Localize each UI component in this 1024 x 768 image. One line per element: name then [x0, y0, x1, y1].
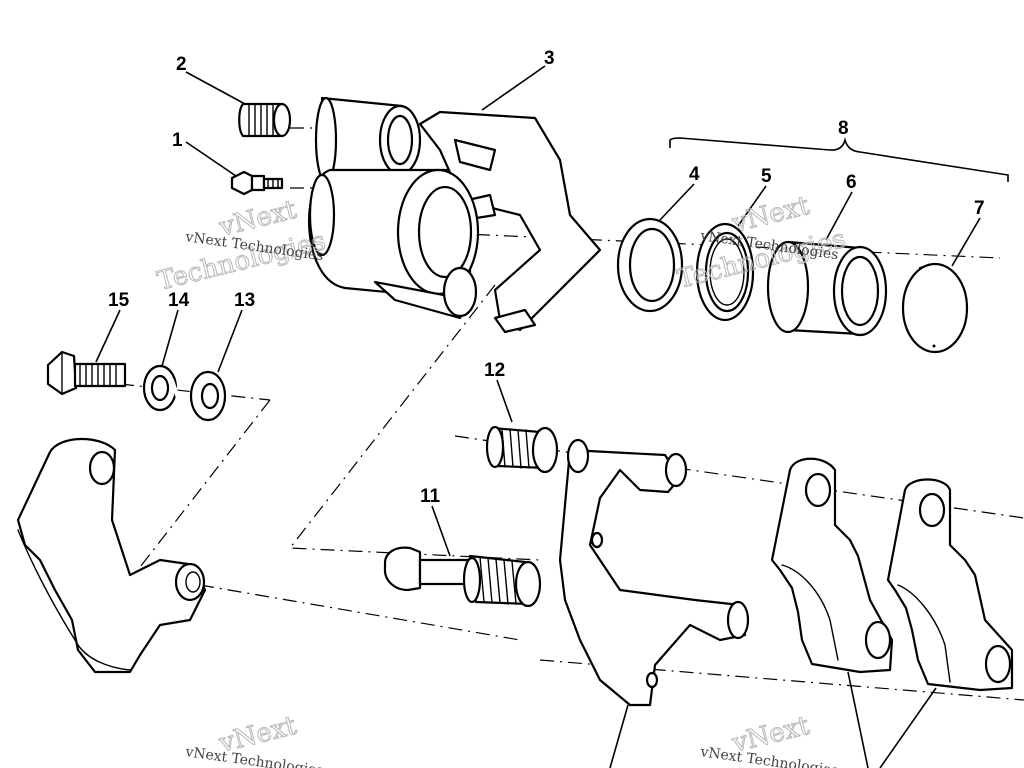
brake-pad-inner — [770, 457, 894, 674]
callout-6: 6 — [846, 172, 857, 193]
callout-7: 7 — [974, 198, 985, 219]
callout-4: 4 — [689, 164, 700, 185]
callout-11: 11 — [420, 486, 441, 507]
callout-2: 2 — [176, 54, 187, 75]
caliper-bracket — [558, 438, 750, 707]
part-13-flat-washer — [189, 370, 227, 422]
part-15-mounting-bolt — [46, 350, 127, 396]
part-12-upper-boot — [485, 425, 559, 474]
callout-12: 12 — [484, 360, 505, 381]
callout-3: 3 — [544, 48, 555, 69]
callout-8: 8 — [838, 118, 849, 139]
part-2-plug — [238, 102, 292, 138]
part-6-piston — [766, 240, 888, 337]
part-4-piston-seal — [616, 217, 684, 313]
fork-leg-mount — [16, 437, 207, 674]
callout-5: 5 — [761, 166, 772, 187]
part-3-caliper-body — [308, 96, 602, 334]
callout-13: 13 — [234, 290, 255, 311]
watermark-bottom-left: vNext vNext Technologies — [183, 710, 324, 768]
part-1-bleeder-screw — [230, 170, 284, 196]
brake-pad-outer — [886, 478, 1014, 692]
part-7-cap — [901, 262, 969, 354]
callout-1: 1 — [172, 130, 183, 151]
leader-lines — [95, 65, 981, 768]
group-bracket-8 — [669, 136, 1009, 182]
part-14-lock-washer — [142, 364, 180, 412]
svg-text:vNext: vNext — [728, 191, 812, 239]
watermark-bottom-right: vNext vNext Technologies — [698, 710, 839, 768]
part-5-dust-seal — [695, 222, 755, 322]
callout-14: 14 — [168, 290, 190, 311]
callout-15: 15 — [108, 290, 130, 311]
callout-labels: 1 2 3 4 5 6 7 8 11 12 13 14 15 — [108, 48, 985, 507]
part-11-slide-pin — [383, 546, 542, 608]
watermark-top-left: vNext Technologies vNext Technologies — [154, 194, 329, 297]
